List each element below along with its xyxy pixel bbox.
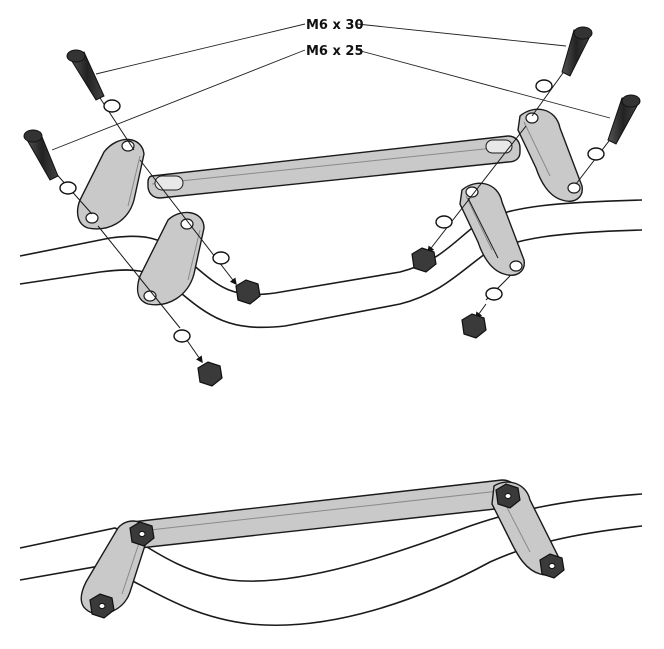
label-leaders	[51, 23, 611, 151]
cross-bar-bottom	[127, 479, 517, 549]
washers	[59, 79, 605, 343]
clamp-bracket-right-outer	[517, 108, 583, 202]
bolt-m6x25-right	[607, 94, 641, 145]
clamp-bracket-left-inner	[136, 211, 205, 306]
clamp-bracket-left-outer	[76, 138, 145, 230]
bolt-m6x30-right	[561, 26, 593, 77]
bolt-m6x25-left	[23, 129, 59, 181]
assembled-fasteners	[89, 483, 565, 619]
bolt-label-m6x25: M6 x 25	[306, 44, 364, 59]
bolt-m6x30-left	[66, 49, 105, 101]
lock-nuts	[197, 247, 487, 387]
exploded-view: M6 x 30 M6 x 25	[19, 18, 643, 387]
bolt-label-m6x30: M6 x 30	[306, 18, 364, 33]
cross-bar-top	[147, 135, 521, 199]
assembled-view	[19, 479, 643, 626]
clamp-bracket-right-inner	[459, 182, 525, 276]
